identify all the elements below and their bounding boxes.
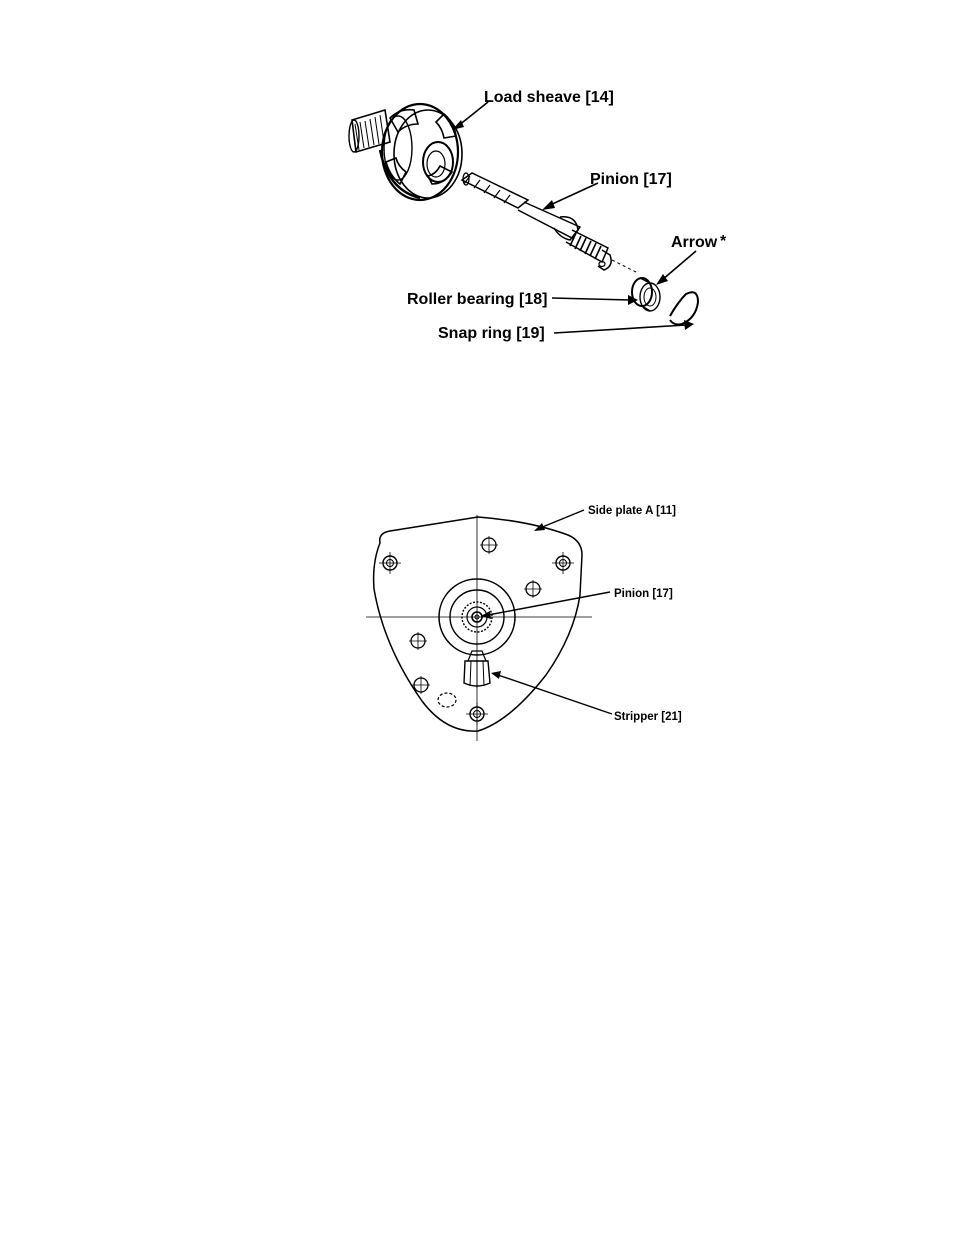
side-plate-drawing: Side plate A [11] Pinion [17] Stripper [… bbox=[360, 495, 720, 745]
side-plate-outline bbox=[374, 517, 582, 731]
label-arrow: Arrow bbox=[671, 234, 718, 251]
side-plate-figure: Side plate A [11] Pinion [17] Stripper [… bbox=[360, 495, 720, 745]
exploded-view-figure: Load sheave [14] Pinion [17] Arrow * Rol… bbox=[340, 80, 760, 350]
label-pinion: Pinion [17] bbox=[590, 171, 672, 188]
label-load-sheave: Load sheave [14] bbox=[484, 89, 614, 106]
label-side-pinion: Pinion [17] bbox=[614, 588, 673, 600]
label-snap-ring: Snap ring [19] bbox=[438, 325, 545, 342]
label-arrow-asterisk: * bbox=[720, 233, 727, 250]
label-side-plate: Side plate A [11] bbox=[588, 505, 676, 517]
leader-snap-ring bbox=[554, 325, 686, 333]
load-sheave bbox=[349, 104, 462, 200]
roller-bearing bbox=[632, 278, 660, 311]
label-roller-bearing: Roller bearing [18] bbox=[407, 291, 547, 308]
alignment-line bbox=[612, 260, 636, 272]
exploded-view-drawing: Load sheave [14] Pinion [17] Arrow * Rol… bbox=[340, 80, 760, 350]
leader-side-plate bbox=[540, 510, 584, 528]
leader-side-pinion bbox=[488, 592, 610, 615]
leader-arrow bbox=[662, 251, 696, 280]
snap-ring bbox=[670, 292, 698, 324]
label-stripper: Stripper [21] bbox=[614, 711, 682, 723]
leader-roller-bearing bbox=[552, 298, 630, 300]
bolt-holes bbox=[379, 536, 574, 725]
